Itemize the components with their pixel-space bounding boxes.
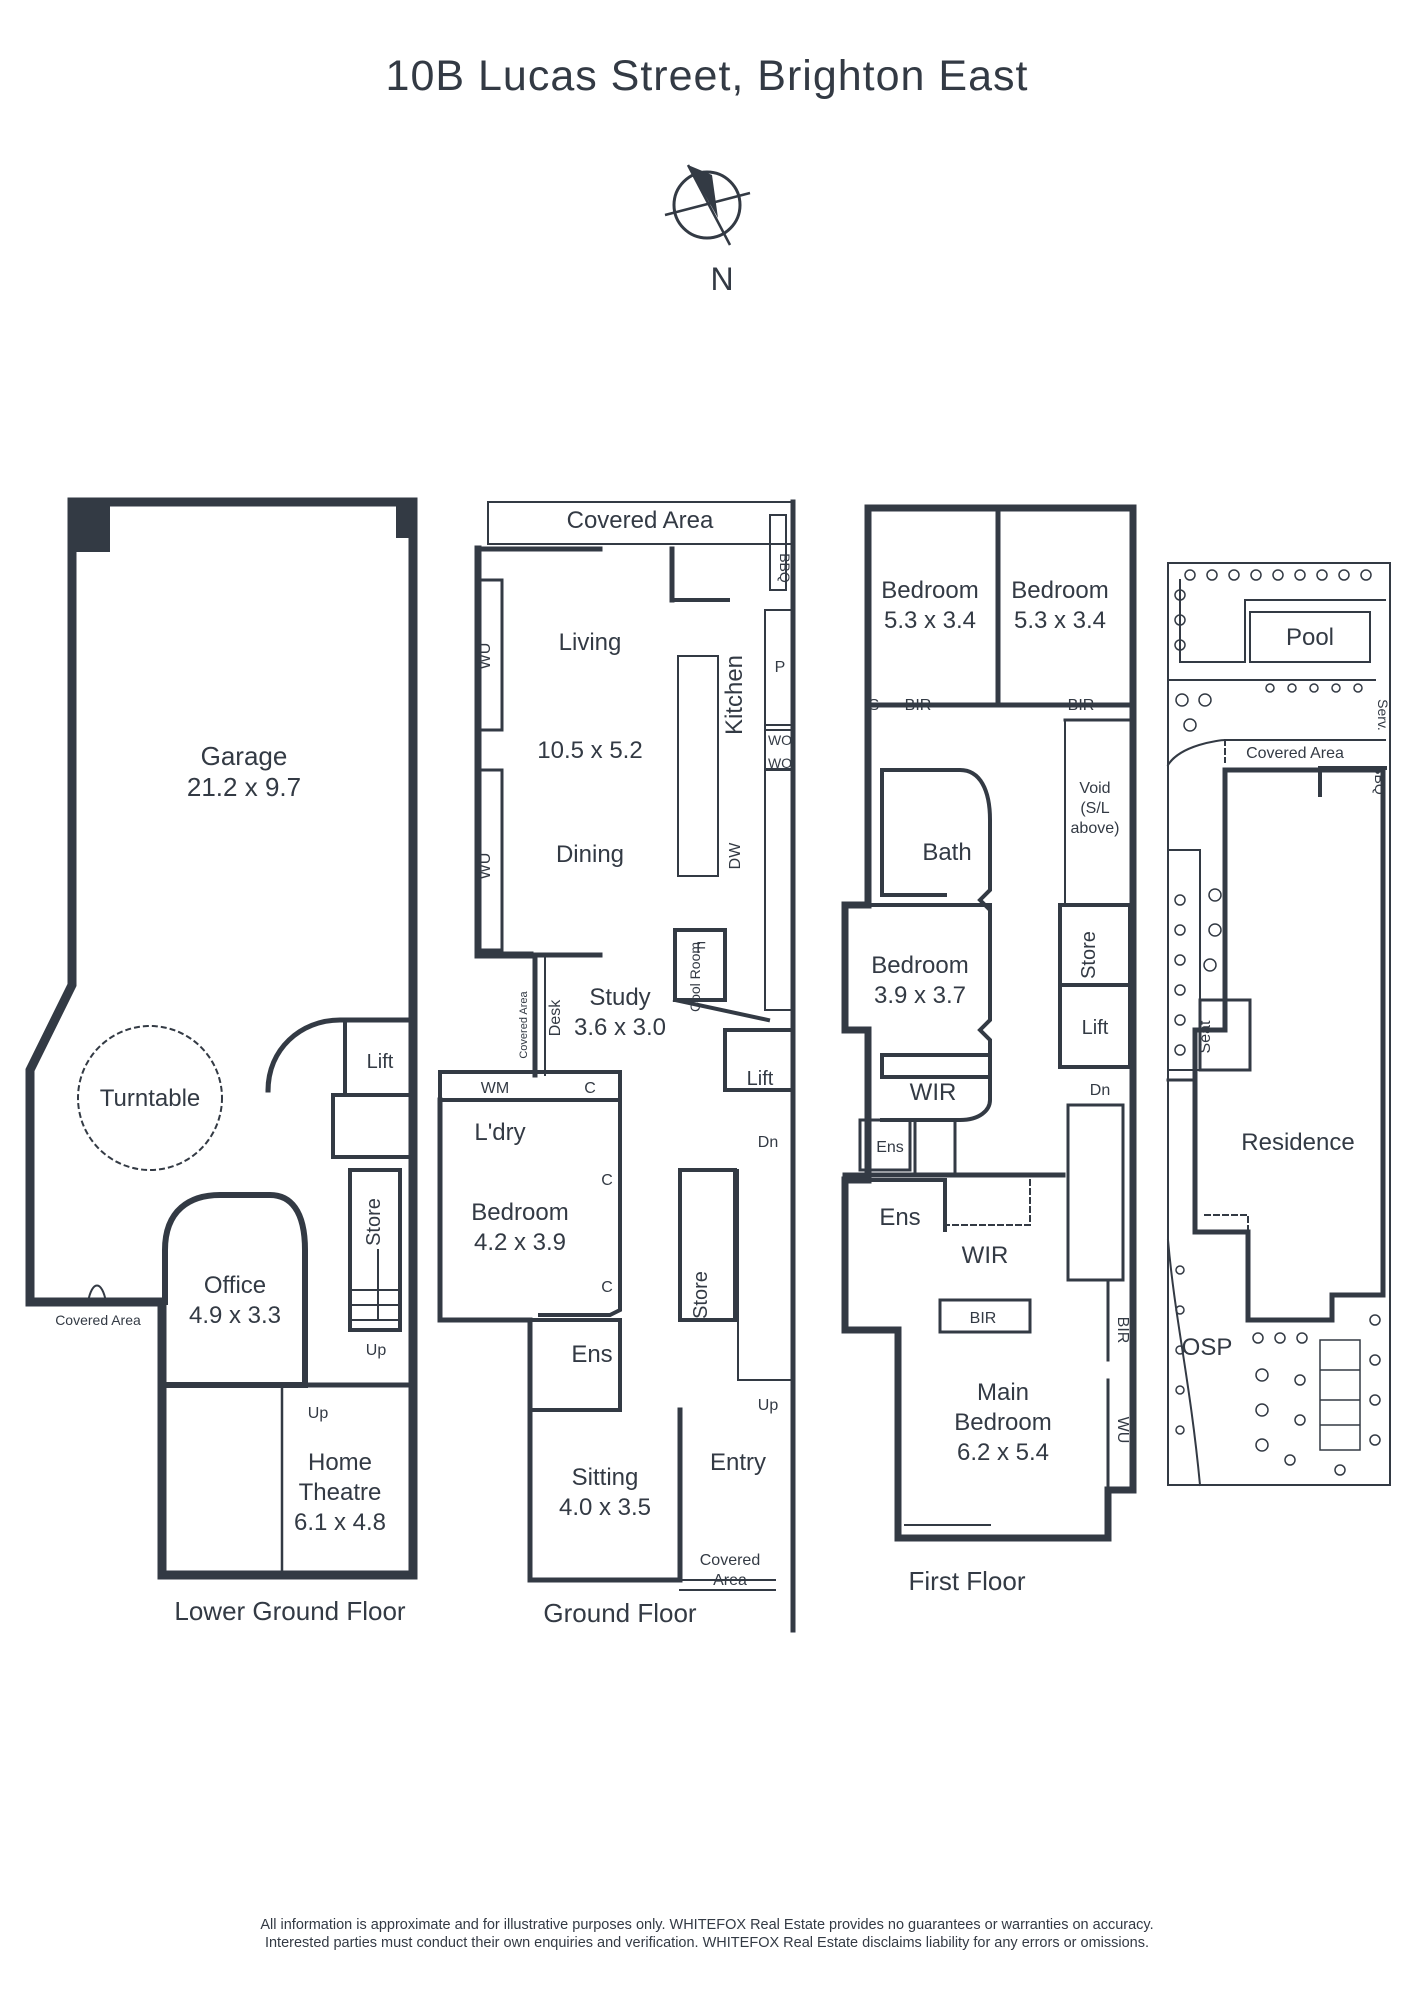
bbq-label: BBQ [777, 553, 793, 583]
void-label-2: (S/L [1080, 800, 1109, 817]
serv-label: Serv. [1375, 699, 1391, 731]
lower-ground-floor-plan [25, 497, 418, 1580]
home-theatre-label-line2: Theatre [299, 1479, 382, 1506]
site-plan [1166, 562, 1391, 1487]
ff-s-label: S [869, 697, 880, 714]
ff-bir2-label: BIR [1068, 697, 1095, 714]
study-size: 3.6 x 3.0 [574, 1014, 666, 1041]
wo-label-2: WO [768, 755, 792, 771]
ground-floor-plan [437, 499, 796, 1633]
living-label: Living [559, 629, 622, 656]
ff-ens2-label: Ens [879, 1204, 920, 1231]
disclaimer-line-2: Interested parties must conduct their ow… [264, 1935, 1150, 1951]
fridge-label: F [696, 940, 706, 957]
office-label: Office [204, 1272, 266, 1299]
site-bbq-label: BBQ [1372, 765, 1388, 795]
office-size: 4.9 x 3.3 [189, 1302, 281, 1329]
sitting-size: 4.0 x 3.5 [559, 1494, 651, 1521]
void-label-3: above) [1071, 820, 1120, 837]
residence-label: Residence [1241, 1129, 1354, 1156]
dishwasher-label: DW [727, 842, 744, 870]
pool-label: Pool [1286, 624, 1334, 651]
ff-wu-label: WU [1114, 1417, 1131, 1444]
main-bedroom-size: 6.2 x 5.4 [957, 1439, 1049, 1466]
dining-label: Dining [556, 841, 624, 868]
front-covered-area-label-2: Area [713, 1572, 747, 1589]
ff-bedroom3-size: 3.9 x 3.7 [874, 982, 966, 1009]
gf-store-label: Store [690, 1271, 712, 1319]
lg-lift-label: Lift [367, 1051, 394, 1073]
sitting-label: Sitting [572, 1464, 639, 1491]
ff-wir2-label: WIR [962, 1242, 1009, 1269]
lg-store-label: Store [363, 1198, 385, 1246]
cool-room-label: Cool Room [687, 942, 703, 1012]
wu-label-lower: WU [477, 853, 494, 880]
front-covered-area-label-1: Covered [700, 1552, 760, 1569]
ff-bedroom1-size: 5.3 x 3.4 [884, 607, 976, 634]
site-covered-area-label: Covered Area [1246, 745, 1344, 762]
turntable-label: Turntable [100, 1085, 201, 1112]
gf-ensuite-label: Ens [571, 1341, 612, 1368]
landscaping-shrub-icons [1174, 569, 1381, 1476]
gf-covered-area-label: Covered Area [567, 507, 714, 534]
seat-label: Seat [1197, 1020, 1214, 1053]
ground-floor-title: Ground Floor [543, 1598, 697, 1628]
compass-icon [664, 164, 751, 246]
garage-size: 21.2 x 9.7 [187, 772, 301, 802]
study-label: Study [589, 984, 650, 1011]
lg-covered-area-label: Covered Area [55, 1312, 141, 1328]
living-size: 10.5 x 5.2 [537, 737, 642, 764]
ff-bir4-label: BIR [1114, 1317, 1131, 1344]
gf-side-covered-area-label: Covered Area [518, 990, 530, 1058]
cupboard-label-1: C [584, 1080, 596, 1097]
bath-label: Bath [922, 839, 971, 866]
ff-bedroom1-label: Bedroom [881, 577, 978, 604]
ff-lift-label: Lift [1082, 1017, 1109, 1039]
ff-bedroom2-label: Bedroom [1011, 577, 1108, 604]
cupboard-label-3: C [601, 1279, 613, 1296]
osp-label: OSP [1182, 1334, 1233, 1361]
ff-stair-down-label: Dn [1090, 1082, 1110, 1099]
home-theatre-size: 6.1 x 4.8 [294, 1509, 386, 1536]
first-floor-title: First Floor [909, 1566, 1026, 1596]
ff-wir1-label: WIR [910, 1079, 957, 1106]
main-bedroom-label-2: Bedroom [954, 1409, 1051, 1436]
cupboard-label-2: C [601, 1172, 613, 1189]
gf-bedroom-label: Bedroom [471, 1199, 568, 1226]
main-bedroom-label-1: Main [977, 1379, 1029, 1406]
ff-bir1-label: BIR [905, 697, 932, 714]
kitchen-label: Kitchen [721, 655, 748, 735]
gf-stair-down-label: Dn [758, 1134, 778, 1151]
ff-bedroom3-label: Bedroom [871, 952, 968, 979]
wu-label-upper: WU [477, 643, 494, 670]
page-title: 10B Lucas Street, Brighton East [385, 52, 1029, 100]
desk-label: Desk [547, 999, 564, 1036]
ff-bir3-label: BIR [970, 1310, 997, 1327]
lg-up-label: Up [308, 1405, 329, 1422]
ff-ens1-label: Ens [876, 1139, 904, 1156]
laundry-label: L'dry [474, 1119, 525, 1146]
ff-store-label: Store [1078, 931, 1100, 979]
wm-label: WM [481, 1080, 509, 1097]
lg-stair-up-label: Up [366, 1342, 387, 1359]
wo-label-1: WO [768, 732, 792, 748]
gf-stair-up-label: Up [758, 1397, 779, 1414]
lower-ground-floor-title: Lower Ground Floor [174, 1596, 406, 1626]
gf-lift-label: Lift [747, 1068, 774, 1090]
garage-label: Garage [201, 741, 288, 771]
entry-label: Entry [710, 1449, 766, 1476]
compass-north-label: N [710, 261, 733, 297]
void-label-1: Void [1079, 780, 1110, 797]
ff-bedroom2-size: 5.3 x 3.4 [1014, 607, 1106, 634]
first-floor-plan [841, 504, 1137, 1542]
home-theatre-label-line1: Home [308, 1449, 372, 1476]
gf-bedroom-size: 4.2 x 3.9 [474, 1229, 566, 1256]
pantry-label: P [775, 659, 786, 676]
disclaimer-line-1: All information is approximate and for i… [260, 1917, 1154, 1933]
